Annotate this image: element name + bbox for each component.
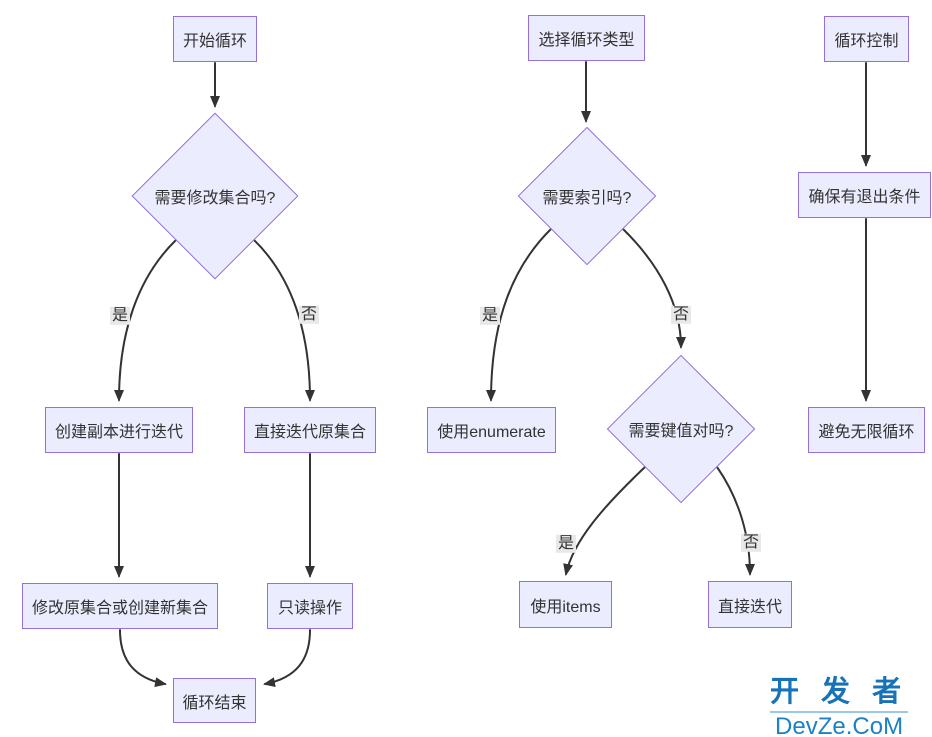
node-choose-loop-type: 选择循环类型 bbox=[528, 15, 645, 61]
edge-mid-decision2-no bbox=[716, 466, 755, 576]
edge-label-yes: 是 bbox=[109, 306, 131, 326]
edge-label-no: 否 bbox=[740, 533, 762, 553]
node-start-loop: 开始循环 bbox=[173, 16, 257, 62]
edge-label-no: 否 bbox=[298, 305, 320, 325]
node-label: 需要修改集合吗? bbox=[154, 190, 276, 207]
node-modify-or-create-new: 修改原集合或创建新集合 bbox=[22, 583, 218, 629]
edge-label-yes: 是 bbox=[555, 534, 577, 554]
node-avoid-infinite-loop: 避免无限循环 bbox=[808, 407, 925, 453]
node-label: 需要索引吗? bbox=[542, 190, 632, 207]
node-decision-need-index: 需要索引吗? bbox=[517, 126, 657, 266]
node-label: 循环控制 bbox=[834, 33, 899, 50]
node-label: 修改原集合或创建新集合 bbox=[31, 600, 208, 617]
watermark: 开 发 者 DevZe.CoM bbox=[770, 668, 909, 737]
node-use-items: 使用items bbox=[519, 581, 612, 628]
node-label: 循环结束 bbox=[182, 694, 247, 712]
edge-left-no-result-to-end bbox=[263, 629, 311, 688]
node-label: 创建副本进行迭代 bbox=[54, 424, 183, 441]
node-label: 选择循环类型 bbox=[538, 32, 635, 49]
node-decision-modify-collection: 需要修改集合吗? bbox=[131, 112, 299, 280]
node-label: 使用enumerate bbox=[437, 424, 546, 441]
edge-mid-decision1-no bbox=[621, 227, 686, 349]
edge-left-decision-yes bbox=[114, 239, 177, 402]
node-use-enumerate: 使用enumerate bbox=[427, 407, 556, 453]
watermark-domain: DevZe.CoM bbox=[775, 713, 904, 737]
node-label: 开始循环 bbox=[182, 33, 247, 50]
edge-label-yes: 是 bbox=[479, 306, 501, 326]
node-loop-control: 循环控制 bbox=[824, 16, 909, 62]
edge-mid-decision2-yes bbox=[563, 466, 646, 576]
node-iterate-original: 直接迭代原集合 bbox=[244, 407, 376, 453]
watermark-title: 开 发 者 bbox=[770, 668, 909, 713]
edge-left-yes-result-to-end bbox=[119, 629, 167, 688]
node-direct-iterate: 直接迭代 bbox=[708, 581, 792, 628]
edge-left-decision-no bbox=[253, 239, 315, 402]
node-label: 避免无限循环 bbox=[818, 424, 915, 441]
node-readonly-operation: 只读操作 bbox=[267, 583, 353, 629]
node-ensure-exit-condition: 确保有退出条件 bbox=[798, 172, 931, 218]
node-label: 需要键值对吗? bbox=[628, 423, 734, 440]
node-decision-need-key-value: 需要键值对吗? bbox=[606, 354, 756, 504]
edge-label-no: 否 bbox=[670, 305, 692, 325]
node-label: 只读操作 bbox=[277, 600, 342, 617]
node-label: 确保有退出条件 bbox=[808, 189, 921, 206]
node-label: 直接迭代 bbox=[717, 598, 782, 616]
node-label: 使用items bbox=[530, 598, 601, 616]
node-loop-end: 循环结束 bbox=[173, 678, 256, 723]
node-label: 直接迭代原集合 bbox=[253, 424, 366, 441]
edge-mid-decision1-yes bbox=[486, 227, 553, 402]
node-create-copy-iterate: 创建副本进行迭代 bbox=[45, 407, 193, 453]
